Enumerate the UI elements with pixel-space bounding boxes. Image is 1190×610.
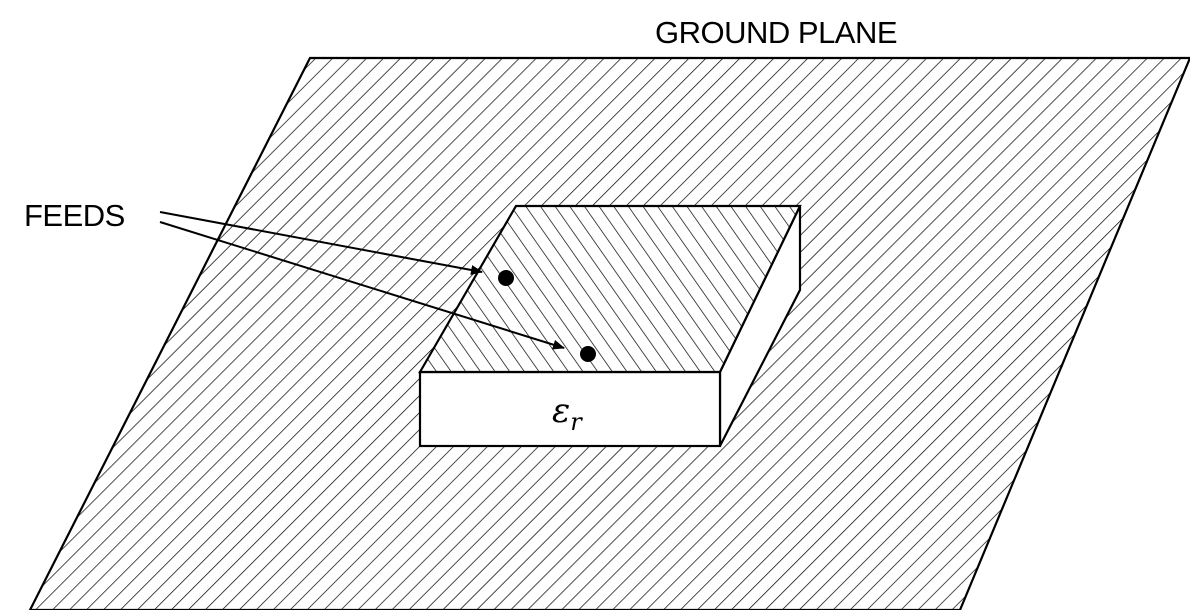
permittivity-label: εr <box>552 391 583 436</box>
feed-point-2 <box>580 346 596 362</box>
ground-plane-label: GROUND PLANE <box>655 15 897 50</box>
permittivity-symbol: ε <box>552 391 570 431</box>
permittivity-subscript: r <box>570 408 583 436</box>
patch-top-face <box>418 204 802 374</box>
dielectric-block <box>418 204 802 448</box>
feed-arrow-2 <box>159 221 565 350</box>
feed-point-1 <box>498 270 514 286</box>
feeds-label: FEEDS <box>24 198 125 233</box>
feed-arrow-1 <box>159 211 483 275</box>
block-front-face <box>418 370 722 448</box>
